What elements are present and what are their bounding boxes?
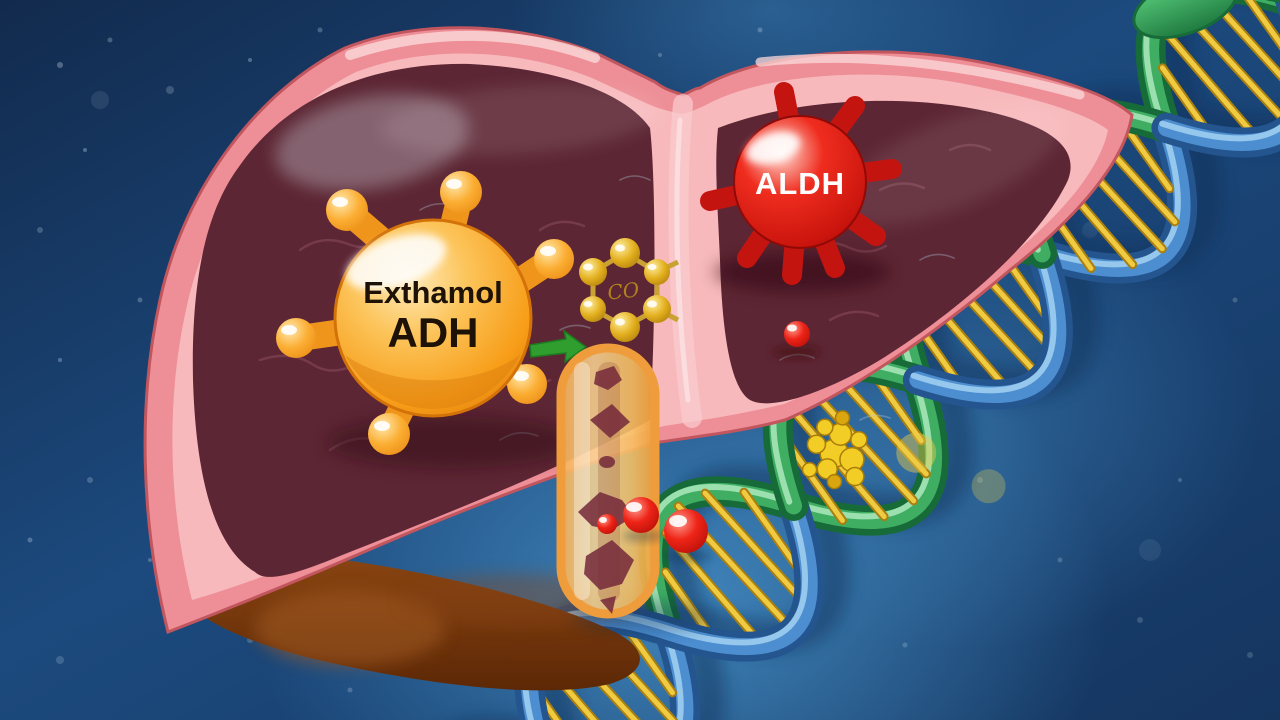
hex-molecule: CO [579,238,680,342]
adduct-faint-blob [971,469,1006,504]
red-molecule-medium [623,497,663,542]
liver-rim-gloss-left [345,30,600,63]
adh-enzyme: Exthamol ADH [276,171,577,468]
molecule-glyph: CO [606,277,640,304]
aldh-enzyme: ALDH [700,82,902,359]
adh-label-line1: Exthamol [363,275,503,310]
green-arrow-icon [529,329,588,364]
liver-rim-gloss-right [755,53,1085,100]
red-molecule-large [664,509,712,563]
adh-bottom-shade [345,355,520,409]
dna-green-leaf [1132,0,1280,40]
aldh-gloss [745,131,801,165]
liver-lobe-divider-glint [674,117,691,403]
adh-shadow [327,416,577,468]
red-molecule-in-lobe [773,321,821,359]
adh-knob-tips [276,171,574,455]
yellow-adduct-clump [801,410,1006,504]
liver-gloss-top [380,84,660,156]
adduct-faint-blob [896,432,937,473]
liver-gloss-right [837,104,1063,226]
aldh-label: ALDH [755,166,845,201]
transport-capsule [556,343,717,631]
adh-gloss [345,234,447,290]
red-molecule-small [597,514,617,534]
liver-lobe-divider [668,94,702,428]
capsule-side-sheen [574,362,590,600]
capsule-contents [578,366,634,614]
molecule-atoms [579,238,671,342]
adh-label-line2: ADH [388,309,479,356]
under-lobe-highlight [255,590,445,666]
capsule-body [556,343,660,619]
red-molecules [597,497,712,563]
